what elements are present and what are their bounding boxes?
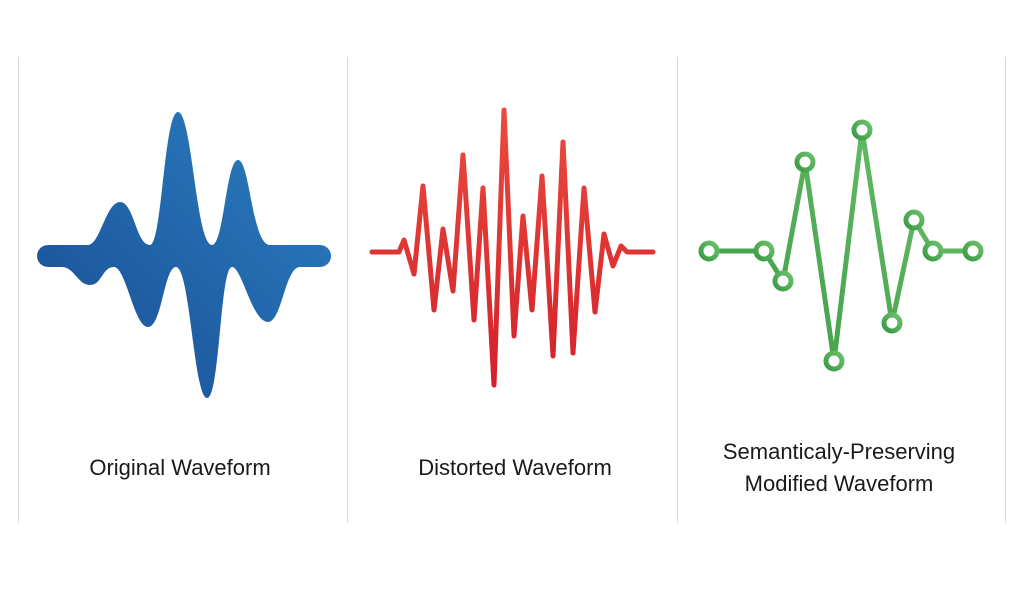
original-waveform <box>37 112 331 398</box>
modified-waveform-label-line1: Semanticaly-Preserving <box>722 439 956 464</box>
node-marker <box>794 151 816 173</box>
divider-1 <box>347 57 348 523</box>
node-marker <box>962 240 984 262</box>
distorted-waveform <box>369 107 656 388</box>
node-marker <box>903 209 925 231</box>
node-marker <box>851 119 873 141</box>
modified-waveform <box>698 119 984 372</box>
node-marker <box>698 240 720 262</box>
modified-waveform-label-line2: Modified Waveform <box>744 471 934 496</box>
node-marker <box>823 350 845 372</box>
node-marker <box>881 312 903 334</box>
node-marker <box>772 270 794 292</box>
divider-left <box>18 57 19 523</box>
divider-2 <box>677 57 678 523</box>
node-marker <box>922 240 944 262</box>
node-marker <box>753 240 775 262</box>
divider-right <box>1005 57 1006 523</box>
distorted-waveform-label: Distorted Waveform <box>418 455 612 480</box>
original-waveform-label: Original Waveform <box>89 455 271 480</box>
